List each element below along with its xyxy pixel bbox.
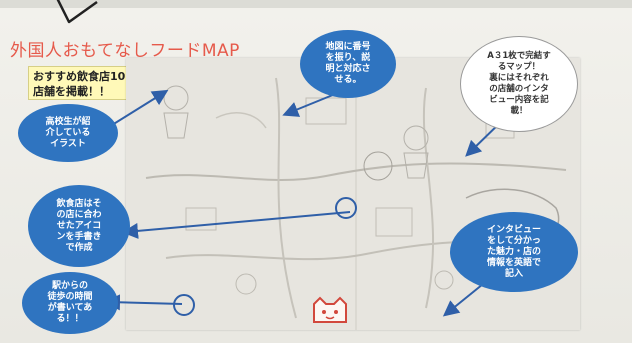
bubble-icons: 飲食店はそ の店に合わ せたアイコ ンを手書き で作成: [28, 185, 130, 267]
bubble-number-link: 地図に番号 を振り、説 明と対応さ せる。: [300, 30, 396, 98]
bubble-icons-text: 飲食店はそ の店に合わ せたアイコ ンを手書き で作成: [56, 198, 102, 253]
recommend-text: おすすめ飲食店10 店舗を掲載！！: [33, 70, 126, 98]
note-a3-map-text: A３1枚で完結す るマップ！ 裏にはそれぞれ の店舗のインタ ビュー内容を記 載…: [487, 51, 551, 116]
bubble-walk-time: 駅からの 徒歩の時間 が書いてあ る！！: [22, 272, 118, 334]
bubble-illustration: 高校生が紹 介している イラスト: [18, 104, 118, 162]
bubble-interview: インタビュー をして分かっ た魅力・店の 情報を英語で 記入: [450, 212, 578, 292]
cat-face-icon: [313, 296, 347, 323]
bubble-walk-time-text: 駅からの 徒歩の時間 が書いてあ る！！: [47, 281, 93, 324]
map-heading: [188, 114, 408, 130]
bubble-number-link-text: 地図に番号 を振り、説 明と対応さ せる。: [325, 42, 371, 85]
recommend-box: おすすめ飲食店10 店舗を掲載！！: [28, 66, 160, 100]
poster-title: 外国人おもてなしフードMAP: [10, 41, 240, 61]
bubble-interview-text: インタビュー をして分かっ た魅力・店の 情報を英語で 記入: [486, 224, 541, 279]
bubble-illustration-text: 高校生が紹 介している イラスト: [45, 116, 91, 149]
corner-stroke-icon: [56, 0, 98, 24]
note-a3-map: A３1枚で完結す るマップ！ 裏にはそれぞれ の店舗のインタ ビュー内容を記 載…: [460, 36, 578, 132]
